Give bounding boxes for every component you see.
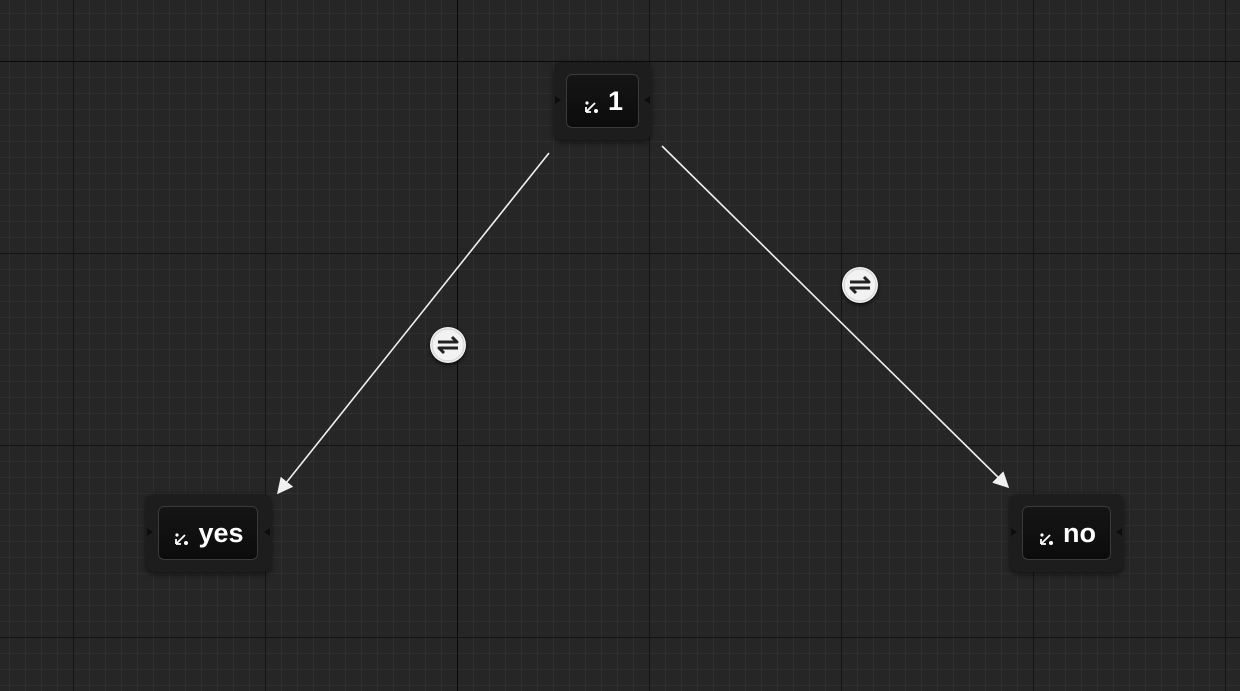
origin-axis-horizontal <box>0 61 1240 62</box>
state-arrows-icon <box>582 92 600 113</box>
state-arrows-icon <box>172 524 190 545</box>
state-arrows-icon <box>1037 524 1055 545</box>
state-node-label: 1 <box>607 85 624 116</box>
edge-root-to-yes[interactable] <box>277 152 550 495</box>
output-pin[interactable] <box>644 96 650 104</box>
state-node-label: yes <box>198 517 244 548</box>
input-pin[interactable] <box>555 96 561 104</box>
transition-swap-icon[interactable] <box>842 267 878 303</box>
output-pin[interactable] <box>264 528 270 536</box>
transition-swap-icon[interactable] <box>430 327 466 363</box>
input-pin[interactable] <box>1011 528 1017 536</box>
input-pin[interactable] <box>147 528 153 536</box>
state-node-yes[interactable]: yes <box>158 506 258 560</box>
edge-root-to-no[interactable] <box>661 145 1010 489</box>
state-node-label: no <box>1063 517 1096 548</box>
state-node-no[interactable]: no <box>1022 506 1111 560</box>
state-node-root[interactable]: 1 <box>566 74 639 128</box>
output-pin[interactable] <box>1116 528 1122 536</box>
